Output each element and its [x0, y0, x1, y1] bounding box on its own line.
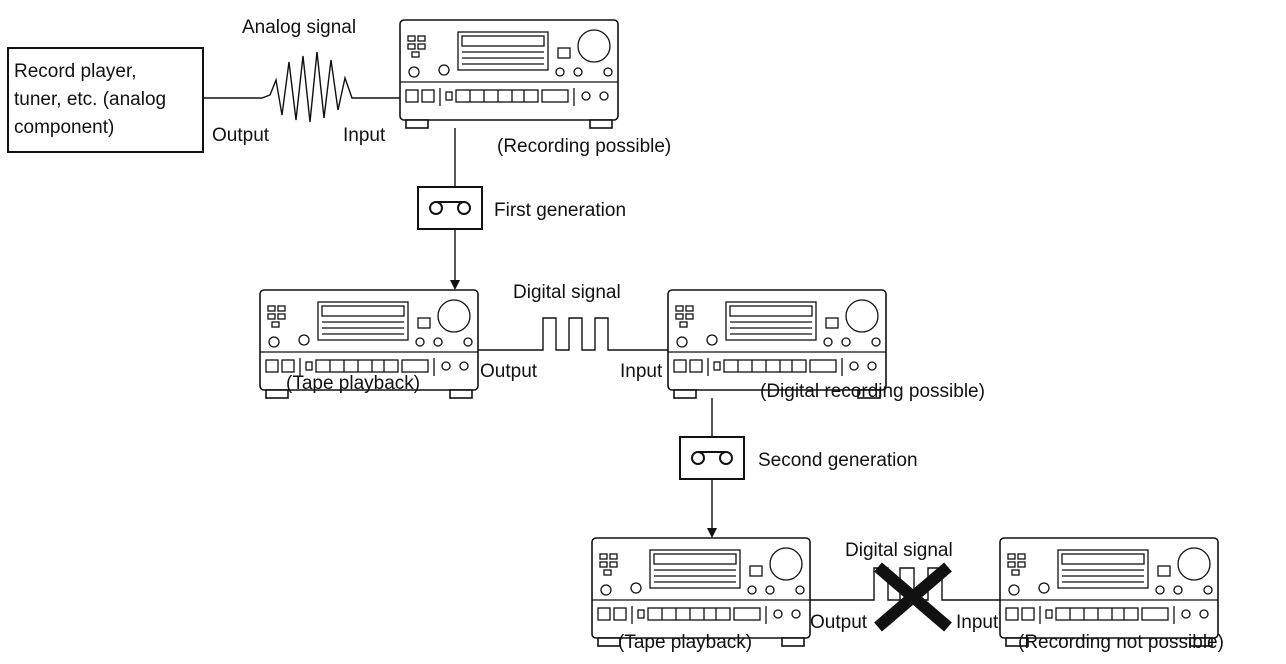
- deck4-output-label: Output: [810, 612, 868, 633]
- caption-tape-playback-2: (Tape playback): [618, 632, 752, 653]
- caption-recording-possible: (Recording possible): [497, 136, 671, 157]
- arrowhead-down-icon: [450, 280, 460, 290]
- recorder-deck-3: [999, 537, 1219, 647]
- source-line-3: component): [14, 117, 114, 138]
- playback-deck-2: [591, 537, 811, 647]
- caption-tape-playback-1: (Tape playback): [286, 373, 420, 394]
- source-line-2: tuner, etc. (analog: [14, 89, 166, 110]
- arrowhead-down-icon: [707, 528, 717, 538]
- caption-recording-not-possible: (Recording not possible): [1018, 632, 1224, 653]
- analog-signal-label: Analog signal: [242, 17, 356, 38]
- analog-source-box: Record player, tuner, etc. (analog compo…: [7, 47, 204, 153]
- digital-signal-label-1: Digital signal: [513, 282, 621, 303]
- analog-signal-wire: [203, 51, 400, 123]
- digital-signal-label-2: Digital signal: [845, 540, 953, 561]
- deck2-output-label: Output: [480, 361, 538, 382]
- cassette-icon: [417, 186, 483, 230]
- deck5-input-label: Input: [956, 612, 999, 633]
- cassette-icon: [679, 436, 745, 480]
- caption-digital-recording-possible: (Digital recording possible): [760, 381, 985, 402]
- first-generation-label: First generation: [494, 200, 626, 221]
- source-line-1: Record player,: [14, 61, 137, 82]
- second-generation-label: Second generation: [758, 450, 918, 471]
- digital-signal-wire-1: [478, 317, 668, 351]
- blocked-cross-icon: [874, 562, 952, 632]
- deck3-input-label: Input: [620, 361, 663, 382]
- recorder-deck-1: [399, 19, 619, 129]
- deck1-input-label: Input: [343, 125, 386, 146]
- source-output-label: Output: [212, 125, 270, 146]
